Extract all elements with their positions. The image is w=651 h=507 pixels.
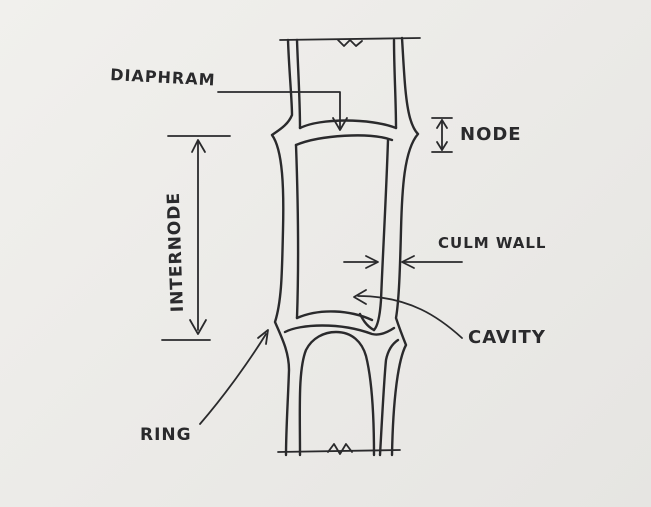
node-label: NODE <box>460 124 522 145</box>
culm-lower-node <box>285 311 398 455</box>
culm-wall-label: CULM WALL <box>438 234 547 252</box>
cavity-label: CAVITY <box>468 327 546 348</box>
diaphragm-label: DIAPHRAM <box>110 65 216 89</box>
diaphragm-leader-arrow <box>218 92 347 130</box>
ring-pointer <box>200 330 268 424</box>
top-cut-mark <box>280 38 420 46</box>
cavity-pointer <box>354 290 462 338</box>
node-dimension-marker <box>432 118 452 152</box>
ring-label: RING <box>140 425 192 445</box>
culm-wall-arrows <box>344 256 462 268</box>
internode-label: INTERNODE <box>164 192 188 313</box>
culm-inner-wall-upper <box>296 40 396 330</box>
